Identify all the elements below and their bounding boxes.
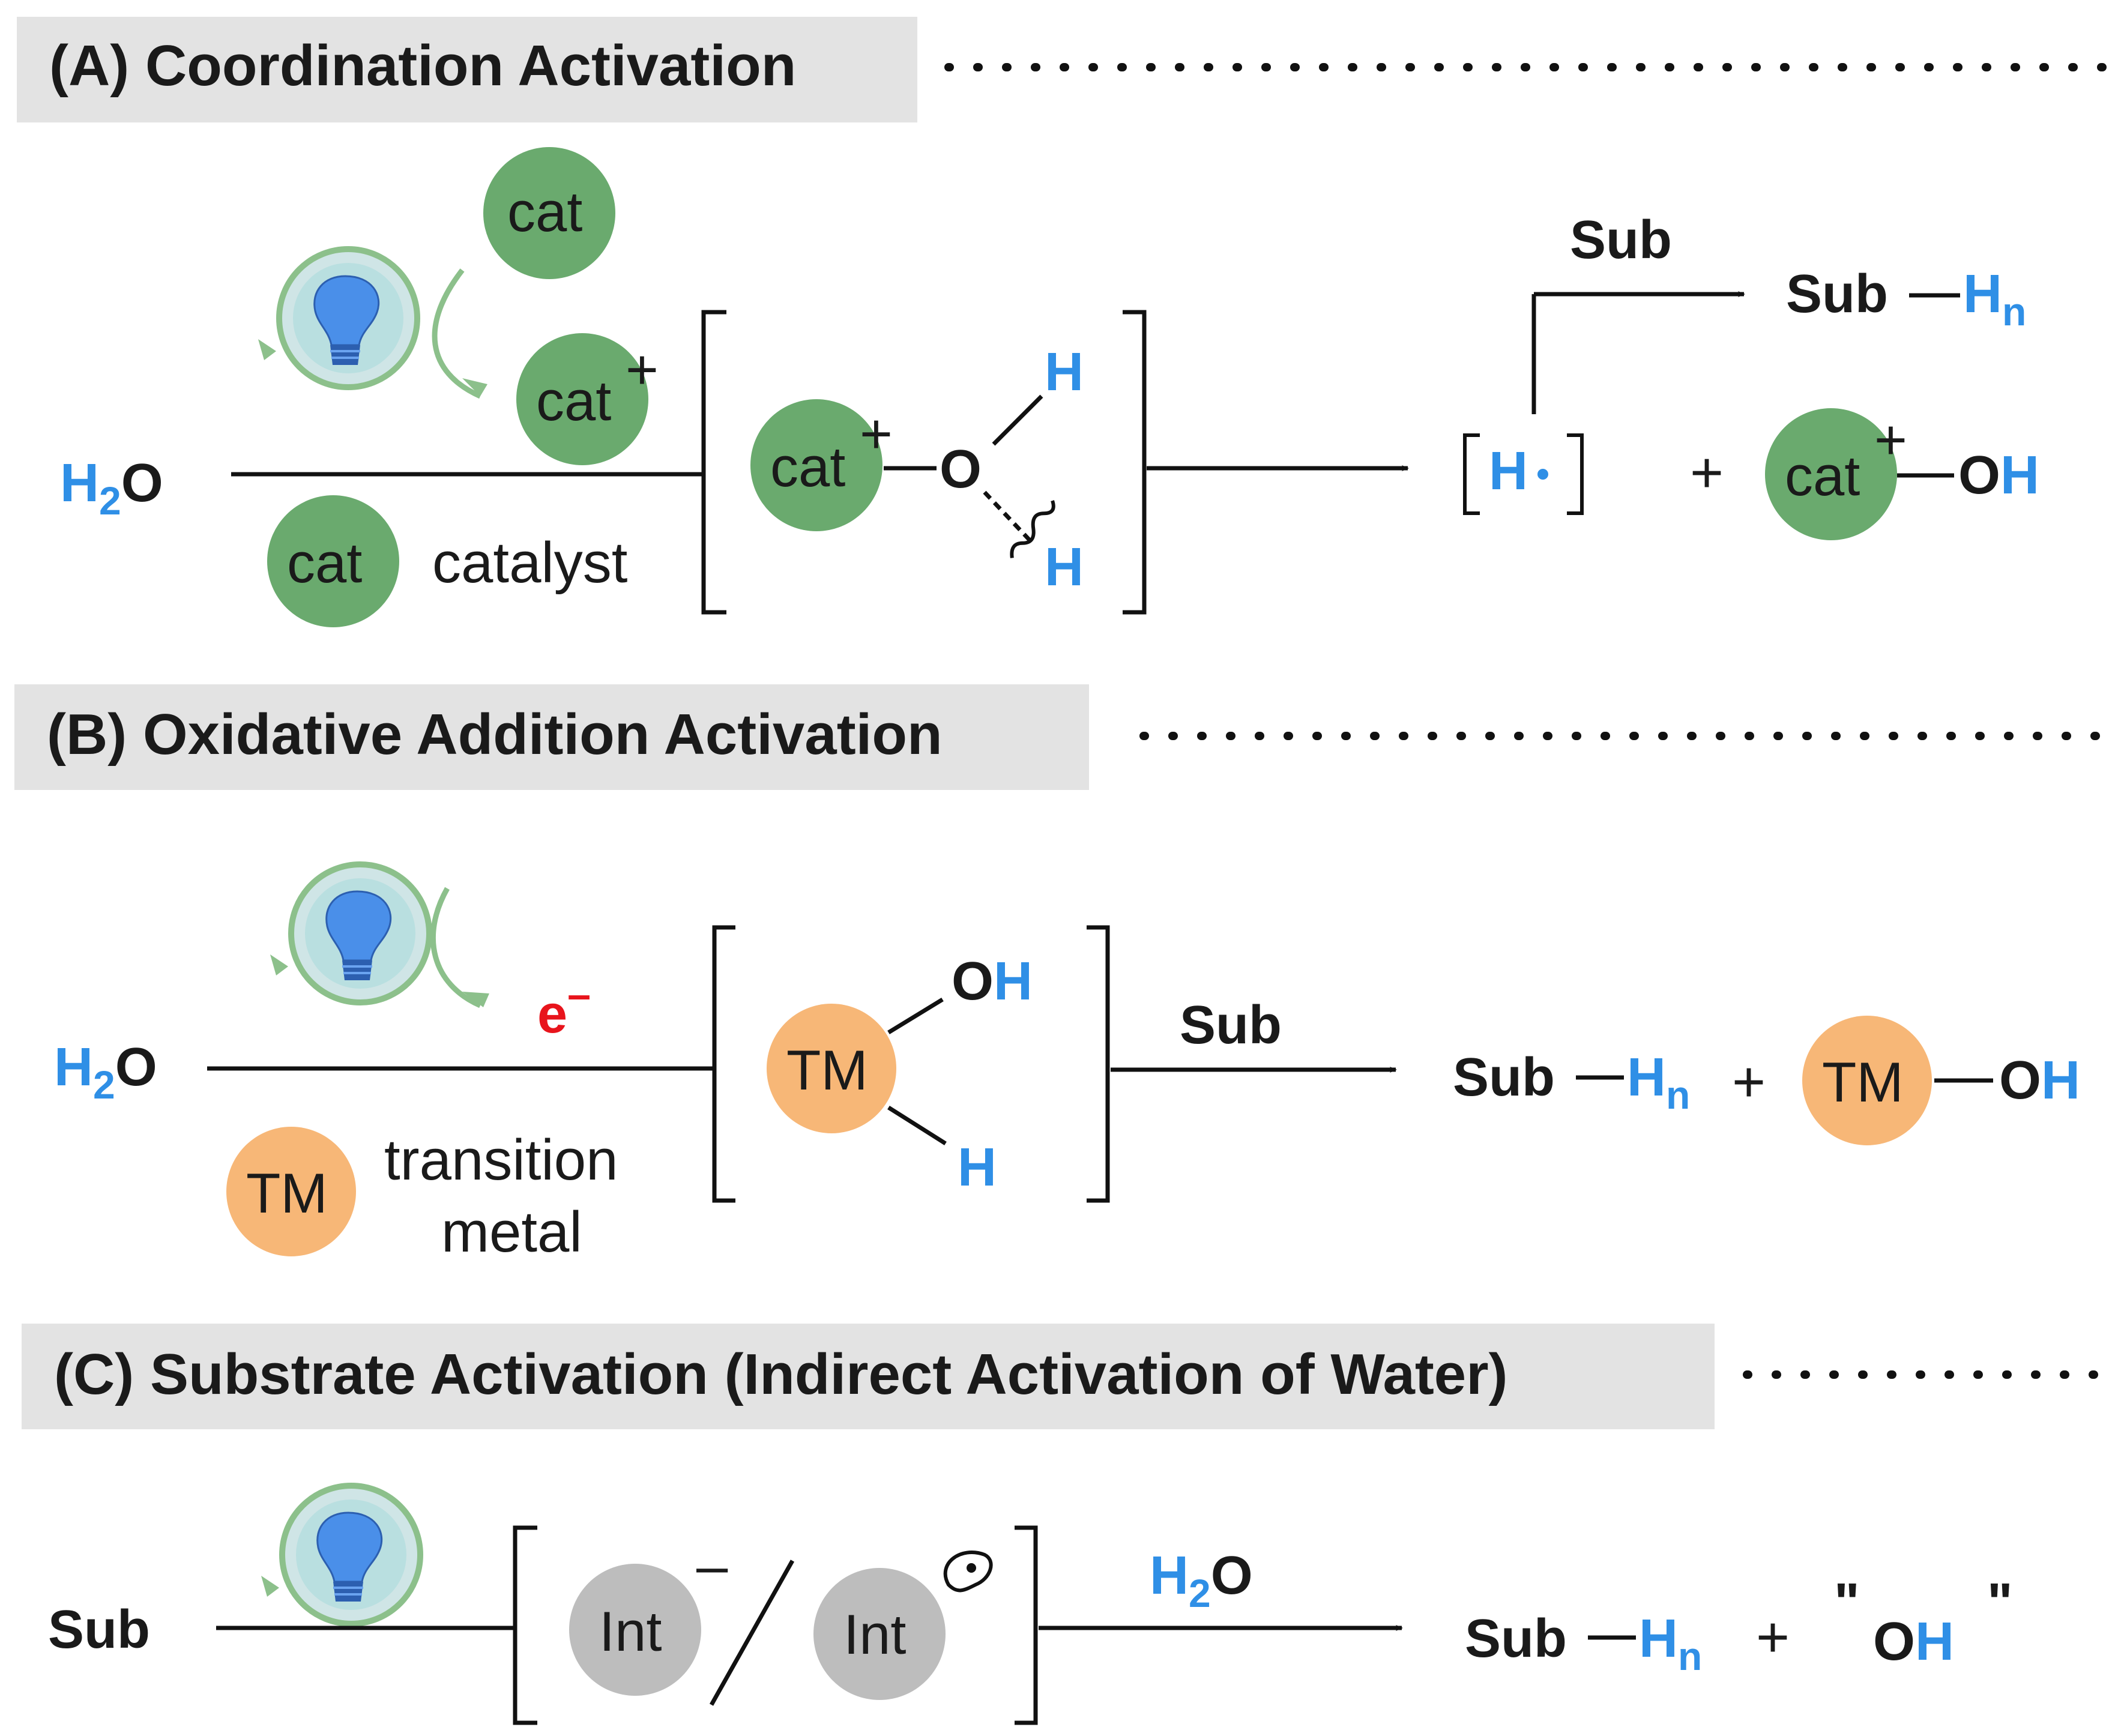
int-label: Int (843, 1603, 907, 1666)
bracket-right-a (1123, 310, 1147, 615)
bracket-left-a (701, 310, 726, 615)
charge-plus: + (860, 402, 893, 465)
svg-text:OH: OH (952, 951, 1033, 1011)
cat-plus-ball-complex (750, 399, 882, 531)
transition-label: transition (384, 1128, 618, 1192)
hydrogen-label: H (1045, 537, 1084, 597)
cat-label: cat (507, 180, 582, 243)
plus-sign: + (1690, 441, 1724, 505)
hydrogen-label: H (1045, 342, 1084, 402)
svg-text:Sub: Sub (1453, 1047, 1555, 1108)
h2o-reagent: H2O (1150, 1546, 1253, 1615)
int-label: Int (599, 1600, 662, 1663)
svg-text:Hn: Hn (1963, 264, 2026, 334)
section-c-header-bg (22, 1324, 1715, 1429)
cat-plus-ball-product (1765, 408, 1897, 540)
bracket-right-c (1015, 1525, 1038, 1725)
cat-label: cat (1785, 444, 1860, 507)
cat-label: cat (287, 531, 362, 594)
oh-quoted: " OH " (1834, 1573, 2013, 1672)
separator-slash (709, 1560, 795, 1706)
int-radical-ball (813, 1568, 946, 1700)
plus-sign: + (1732, 1050, 1766, 1114)
svg-text:Hn: Hn (1639, 1609, 1702, 1678)
svg-text:OH: OH (1873, 1612, 1954, 1672)
svg-text:OH: OH (1999, 1050, 2080, 1111)
svg-text:": " (1987, 1573, 2013, 1633)
hydrogen-label: H (958, 1138, 997, 1198)
radical-dot (1537, 469, 1548, 480)
section-a-header-bg (17, 17, 917, 122)
svg-text:Sub: Sub (1465, 1609, 1567, 1669)
catalyst-label: catalyst (432, 531, 627, 595)
charge-minus: – (696, 1534, 728, 1597)
tm-ball-complex (767, 1004, 896, 1133)
section-b-title: (B) Oxidative Addition Activation (47, 702, 943, 767)
product-sub-hn-b: Sub Hn (1453, 1047, 1690, 1117)
cycle-arrow (432, 268, 481, 399)
sub-start: Sub (48, 1600, 150, 1660)
cycle-arrow (430, 887, 481, 1008)
lightbulb-icon (270, 864, 429, 1002)
tm-ball-legend (226, 1127, 356, 1256)
charge-plus: + (1874, 408, 1907, 471)
svg-text:OH: OH (1958, 445, 2039, 505)
metal-label: metal (441, 1200, 582, 1264)
tm-label: TM (786, 1038, 868, 1102)
charge-plus: + (626, 338, 659, 401)
bracket-left-c (513, 1525, 537, 1725)
section-c-title: (C) Substrate Activation (Indirect Activ… (54, 1342, 1508, 1406)
product-sub-hn-c: Sub Hn (1465, 1609, 1702, 1678)
svg-text:": " (1834, 1573, 1860, 1633)
bracket-right-b (1087, 925, 1110, 1203)
cat-label: cat (770, 435, 845, 498)
svg-text:Sub: Sub (1786, 264, 1888, 324)
lightbulb-icon (258, 249, 417, 387)
tm-label: TM (246, 1162, 328, 1225)
tm-label: TM (1822, 1050, 1904, 1114)
cat-plus-ball (516, 333, 648, 465)
sub-reagent-a: Sub (1570, 210, 1672, 270)
h2o-label: H2O (54, 1037, 157, 1107)
tm-ball-product (1802, 1016, 1932, 1145)
sub-reagent-b: Sub (1180, 995, 1282, 1055)
bracket-left-b (712, 925, 735, 1203)
section-a-title: (A) Coordination Activation (49, 34, 796, 98)
plus-sign: + (1756, 1605, 1790, 1669)
svg-text:Hn: Hn (1627, 1047, 1690, 1117)
section-b-header-bg (14, 684, 1089, 790)
cat-ball-bottom (267, 495, 399, 627)
lightbulb-icon (261, 1486, 420, 1624)
oxygen-label: O (940, 439, 982, 499)
electron-label: e– (537, 971, 591, 1044)
h2o-label: H2O (60, 453, 163, 523)
bond-cleavage-squiggle (1010, 500, 1055, 558)
cat-label: cat (536, 369, 611, 432)
int-anion-ball (569, 1564, 701, 1696)
product-sub-hn-a: Sub Hn (1786, 264, 2026, 334)
h-radical-label: H (1489, 441, 1528, 501)
cat-ball-top (483, 147, 615, 279)
